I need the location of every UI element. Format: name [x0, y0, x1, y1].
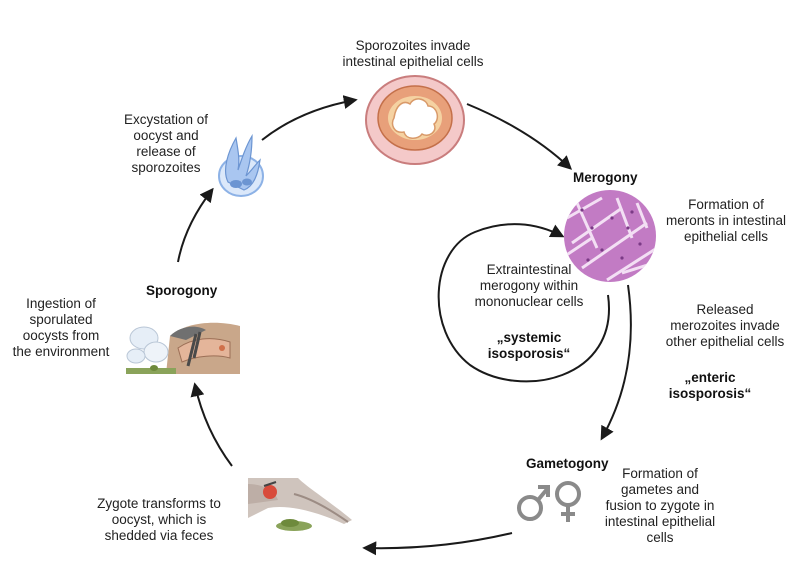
histology-icon	[564, 190, 656, 282]
arrow-excystation-to-intestine	[261, 95, 358, 141]
label-extraintestinal: Extraintestinal merogony within mononucl…	[474, 262, 584, 309]
label-zygote: Zygote transforms to oocyst, which is sh…	[97, 496, 221, 543]
arrow-merogony-to-gametogony	[600, 284, 632, 441]
label-sporogony: Sporogony	[146, 283, 218, 298]
oocyst-icon	[218, 133, 264, 197]
arrow-extraintestinal-loop	[437, 223, 610, 383]
label-released-merozoites: Released merozoites invade other epithel…	[665, 302, 785, 349]
label-merogony: Merogony	[573, 170, 638, 185]
arrow-gametogony-to-zygote	[362, 532, 513, 556]
label-meronts: Formation of meronts in intestinal epith…	[665, 197, 787, 244]
cat-ingestion-icon	[126, 318, 240, 374]
intestine-cross-section-icon	[365, 75, 465, 165]
cat-feces-icon	[248, 478, 352, 532]
label-systemic: „systemic isosporosis“	[487, 330, 571, 361]
label-sporozoites-invade: Sporozoites invade intestinal epithelial…	[342, 38, 484, 69]
arrow-ingestion-to-excystation	[177, 187, 214, 263]
male-female-symbols-icon	[517, 481, 581, 522]
label-enteric: „enteric isosporosis“	[668, 370, 752, 401]
label-gametogony: Gametogony	[526, 456, 609, 471]
arrow-zygote-to-ingestion	[190, 382, 233, 467]
label-ingestion: Ingestion of sporulated oocysts from the…	[12, 296, 110, 359]
arrow-intestine-to-merogony	[466, 103, 573, 170]
label-gametes: Formation of gametes and fusion to zygot…	[604, 466, 716, 545]
label-excystation: Excystation of oocyst and release of spo…	[123, 112, 209, 175]
